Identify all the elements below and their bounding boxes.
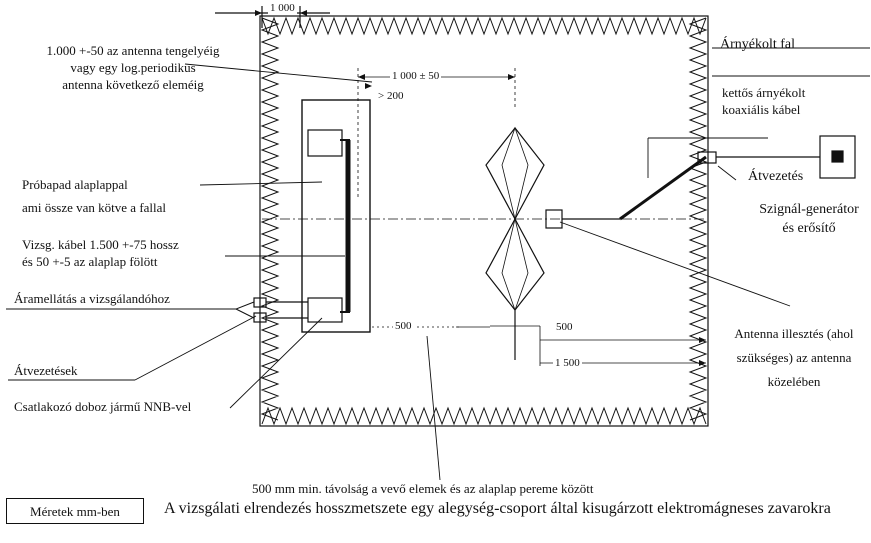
label-feedthroughs: Átvezetések bbox=[14, 363, 78, 378]
legend-units-box: Méretek mm-ben bbox=[6, 498, 144, 524]
label-bench-line2: ami össze van kötve a fallal bbox=[22, 200, 167, 215]
test-bench bbox=[301, 99, 371, 333]
leader-matching bbox=[559, 221, 791, 307]
label-feedthrough: Átvezetés bbox=[748, 169, 804, 184]
label-connector-box: Csatlakozó doboz jármű NNB-vel bbox=[14, 399, 192, 414]
label-matching-line1: Antenna illesztés (ahol bbox=[734, 326, 854, 341]
label-generator-line1: Szignál-generátor bbox=[759, 202, 859, 217]
dim-500-right: 500 bbox=[556, 321, 573, 333]
label-coax-line2: koaxiális kábel bbox=[722, 102, 801, 117]
leader-antenna-axis bbox=[184, 63, 373, 83]
label-antenna-axis: 1.000 +-50 az antenna tengelyéig vagy eg… bbox=[18, 42, 248, 93]
leader-bench bbox=[199, 181, 323, 186]
label-bench-line1: Próbapad alaplappal bbox=[22, 177, 128, 192]
dim-500-left: 500 bbox=[393, 320, 414, 332]
label-generator-line2: és erősítő bbox=[782, 221, 836, 236]
label-coax: kettős árnyékolt koaxiális kábel bbox=[722, 84, 805, 118]
label-matching-line2: szükséges) az antenna bbox=[736, 350, 852, 365]
label-bench: Próbapad alaplappal ami össze van kötve … bbox=[22, 176, 166, 216]
signal-generator bbox=[819, 135, 856, 179]
leader-bottom-note bbox=[426, 335, 441, 481]
label-coax-line1: kettős árnyékolt bbox=[722, 85, 806, 100]
shielded-chamber bbox=[259, 15, 709, 427]
label-bottom-note: 500 mm min. távolság a vevő elemek és az… bbox=[252, 481, 594, 496]
label-generator: Szignál-generátor és erősítő bbox=[748, 200, 870, 238]
label-cable-line1: Vizsg. kábel 1.500 +-75 hossz bbox=[22, 237, 179, 252]
label-cable: Vizsg. kábel 1.500 +-75 hossz és 50 +-5 … bbox=[22, 236, 179, 270]
label-shielded-wall: Árnyékolt fal bbox=[720, 37, 796, 52]
device-under-test-box bbox=[307, 129, 343, 157]
label-cable-line2: és 50 +-5 az alaplap fölött bbox=[22, 254, 158, 269]
label-power: Áramellátás a vizsgálandóhoz bbox=[14, 291, 170, 306]
leader-feedthrough bbox=[717, 165, 737, 181]
dim-top-1000: 1 000 bbox=[268, 2, 297, 14]
label-antenna-axis-line1: 1.000 +-50 az antenna tengelyéig bbox=[46, 43, 220, 58]
label-matching: Antenna illesztés (ahol szükséges) az an… bbox=[718, 322, 870, 394]
dim-1500: 1 500 bbox=[553, 357, 582, 369]
figure-caption: A vizsgálati elrendezés hosszmetszete eg… bbox=[164, 500, 831, 517]
connector-box bbox=[307, 297, 343, 323]
label-antenna-axis-line3: antenna következő eleméig bbox=[62, 77, 204, 92]
biconical-antenna-lower bbox=[485, 217, 545, 311]
label-antenna-axis-line2: vagy egy log.periodikus bbox=[70, 60, 196, 75]
biconical-antenna-upper bbox=[485, 127, 545, 221]
leader-connector-box bbox=[229, 317, 323, 409]
dim-gt-200: > 200 bbox=[378, 90, 404, 102]
label-matching-line3: közelében bbox=[767, 374, 821, 389]
coax-cable bbox=[619, 155, 707, 221]
dim-antenna-distance: 1 000 ± 50 bbox=[390, 70, 442, 82]
